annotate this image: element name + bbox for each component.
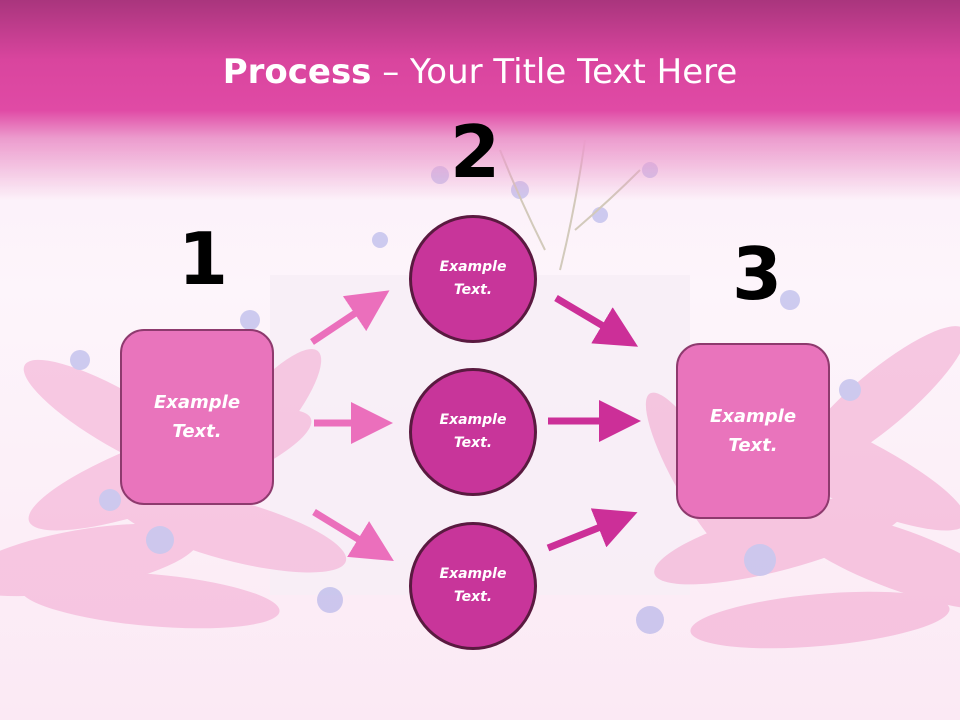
step-number-3: 3 (732, 232, 783, 316)
title-banner (0, 0, 960, 200)
step-2-node-top: Example Text. (409, 215, 537, 343)
node-bottom-label: Example Text. (439, 566, 507, 605)
step-3-label: Example Text. (709, 406, 797, 456)
node-middle-label: Example Text. (439, 412, 507, 451)
step-3-box: Example Text. (676, 343, 830, 519)
step-number-2: 2 (450, 110, 501, 194)
slide-title: Process – Your Title Text Here (0, 52, 960, 92)
step-1-label: Example Text. (153, 392, 241, 442)
arrow-box1-to-top (310, 290, 390, 345)
arrow-bottom-to-box3 (546, 508, 638, 552)
step-2-node-bottom: Example Text. (409, 522, 537, 650)
title-rest: – Your Title Text Here (371, 52, 738, 92)
step-number-1: 1 (178, 217, 229, 301)
step-2-node-middle: Example Text. (409, 368, 537, 496)
title-bold: Process (222, 52, 372, 92)
arrow-top-to-box3 (554, 294, 639, 347)
node-top-label: Example Text. (439, 259, 507, 298)
arrow-box1-to-bottom (312, 509, 394, 561)
step-1-box: Example Text. (120, 329, 274, 505)
